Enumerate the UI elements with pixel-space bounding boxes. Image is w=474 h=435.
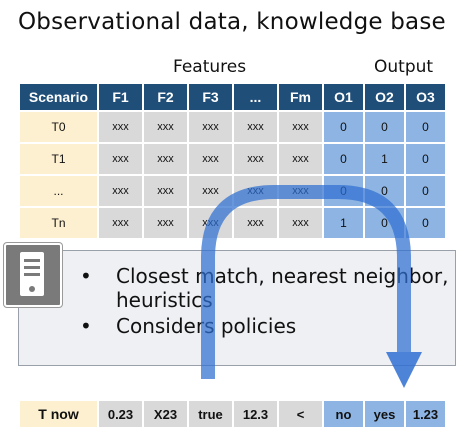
feature-cell: xxx [99,112,142,142]
feature-cell: xxx [99,208,142,238]
output-cell: 0 [406,144,445,174]
scenario-cell: Tn [20,208,97,238]
now-output-cell: yes [365,401,404,427]
table-row: Tn xxx xxx xxx xxx xxx 1 0 0 [20,208,445,238]
output-cell: 0 [406,208,445,238]
feature-cell: xxx [279,144,322,174]
feature-cell: xxx [189,176,232,206]
header-f2: F2 [144,84,187,110]
table-row: T1 xxx xxx xxx xxx xxx 0 1 0 [20,144,445,174]
current-scenario-row: T now 0.23 X23 true 12.3 < no yes 1.23 [18,401,447,427]
server-slot [24,273,40,276]
header-f3: F3 [189,84,232,110]
feature-cell: xxx [189,144,232,174]
output-cell: 0 [324,144,363,174]
feature-cell: xxx [144,112,187,142]
method-bullets: • Closest match, nearest neighbor, heuri… [80,264,460,338]
feature-cell: xxx [144,176,187,206]
output-cell: 0 [365,176,404,206]
bullet-text: Considers policies [116,314,297,338]
feature-cell: xxx [144,144,187,174]
feature-cell: xxx [234,112,277,142]
now-output-cell: no [324,401,363,427]
bullet-dot: • [80,264,92,288]
server-tower-shape [20,252,44,296]
output-cell: 0 [365,208,404,238]
output-cell: 0 [365,112,404,142]
header-f1: F1 [99,84,142,110]
server-slot [24,266,40,269]
now-feature-cell: X23 [144,401,187,427]
feature-cell: xxx [234,176,277,206]
server-power-dot [29,286,35,292]
scenario-cell: T0 [20,112,97,142]
feature-cell: xxx [279,176,322,206]
output-cell: 0 [324,176,363,206]
bullet-item: • Closest match, nearest neighbor, heuri… [80,264,460,312]
output-cell: 0 [406,112,445,142]
now-output-cell: 1.23 [406,401,445,427]
page-title: Observational data, knowledge base [18,9,446,35]
now-feature-cell: 0.23 [99,401,142,427]
feature-cell: xxx [189,112,232,142]
output-cell: 0 [406,176,445,206]
features-group-label: Features [173,57,247,77]
scenario-cell: T1 [20,144,97,174]
now-feature-cell: 12.3 [234,401,277,427]
server-slot [24,259,40,262]
scenario-cell: ... [20,176,97,206]
feature-cell: xxx [189,208,232,238]
feature-cell: xxx [279,208,322,238]
table-row: T0 xxx xxx xxx xxx xxx 0 0 0 [20,112,445,142]
output-cell: 0 [324,112,363,142]
header-o1: O1 [324,84,363,110]
output-cell: 1 [324,208,363,238]
header-scenario: Scenario [20,84,97,110]
output-cell: 1 [365,144,404,174]
output-group-label: Output [374,57,434,77]
feature-cell: xxx [99,144,142,174]
header-o2: O2 [365,84,404,110]
feature-cell: xxx [99,176,142,206]
feature-cell: xxx [234,144,277,174]
bullet-item: • Considers policies [80,314,460,338]
now-scenario-cell: T now [20,401,97,427]
header-ellipsis: ... [234,84,277,110]
bullet-dot: • [80,314,92,338]
table-row: T now 0.23 X23 true 12.3 < no yes 1.23 [20,401,445,427]
now-feature-cell: true [189,401,232,427]
feature-cell: xxx [234,208,277,238]
header-fm: Fm [279,84,322,110]
header-o3: O3 [406,84,445,110]
knowledge-base-table: Scenario F1 F2 F3 ... Fm O1 O2 O3 T0 xxx… [18,82,447,240]
table-header-row: Scenario F1 F2 F3 ... Fm O1 O2 O3 [20,84,445,110]
server-icon [4,243,62,307]
feature-cell: xxx [279,112,322,142]
table-row: ... xxx xxx xxx xxx xxx 0 0 0 [20,176,445,206]
feature-cell: xxx [144,208,187,238]
bullet-text: Closest match, nearest neighbor, heurist… [116,264,449,312]
now-feature-cell: < [279,401,322,427]
